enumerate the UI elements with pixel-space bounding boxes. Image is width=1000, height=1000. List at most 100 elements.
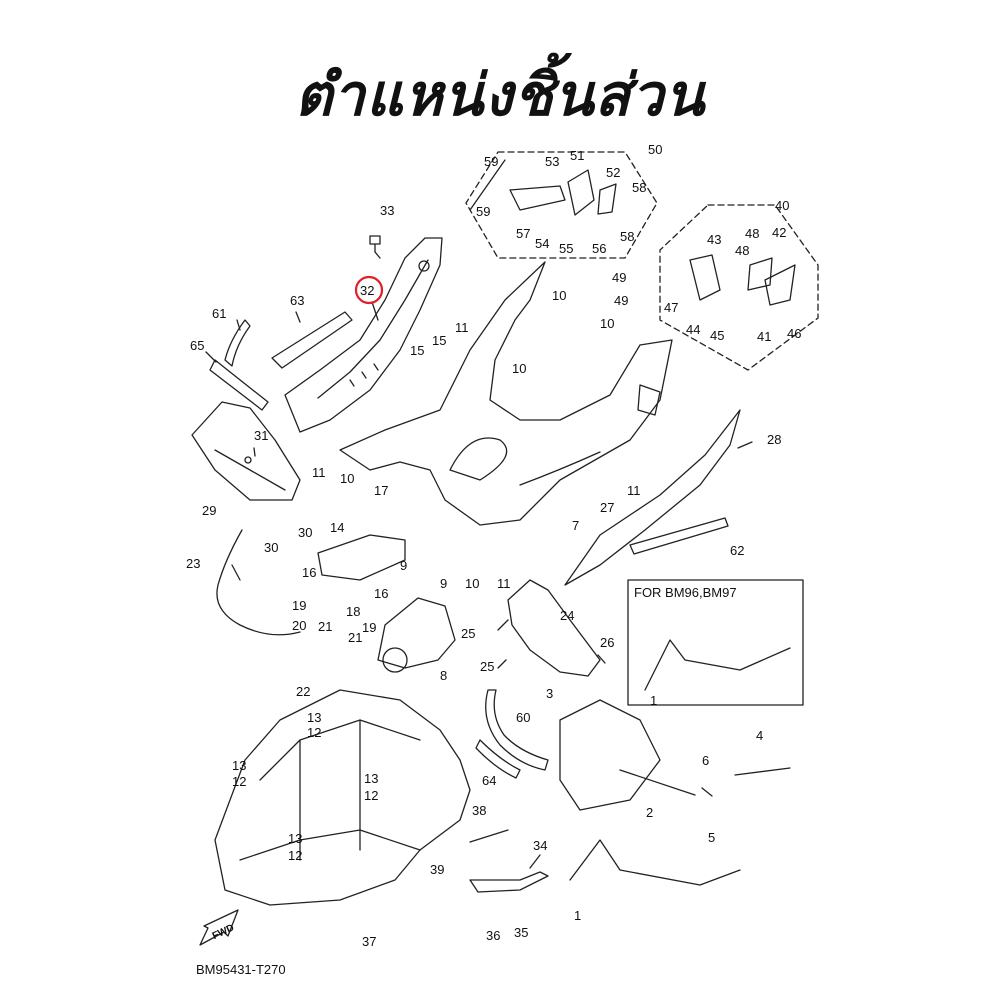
callout-10c[interactable]: 10 bbox=[512, 361, 526, 376]
callout-8[interactable]: 8 bbox=[440, 668, 447, 683]
callout-2[interactable]: 2 bbox=[646, 805, 653, 820]
callout-19b[interactable]: 19 bbox=[362, 620, 376, 635]
callout-6[interactable]: 6 bbox=[702, 753, 709, 768]
callout-43[interactable]: 43 bbox=[707, 232, 721, 247]
callout-42[interactable]: 42 bbox=[772, 225, 786, 240]
callout-16b[interactable]: 16 bbox=[374, 586, 388, 601]
callout-56[interactable]: 56 bbox=[592, 241, 606, 256]
callout-10e[interactable]: 10 bbox=[465, 576, 479, 591]
callout-9b[interactable]: 9 bbox=[440, 576, 447, 591]
part-61-strip bbox=[224, 319, 251, 367]
callout-10d[interactable]: 10 bbox=[340, 471, 354, 486]
callout-55[interactable]: 55 bbox=[559, 241, 573, 256]
callout-15a[interactable]: 15 bbox=[410, 343, 424, 358]
callout-12a[interactable]: 12 bbox=[307, 725, 321, 740]
callout-20[interactable]: 20 bbox=[292, 618, 306, 633]
callout-30a[interactable]: 30 bbox=[298, 525, 312, 540]
callout-35[interactable]: 35 bbox=[514, 925, 528, 940]
callout-50[interactable]: 50 bbox=[648, 142, 662, 157]
callout-1a[interactable]: 1 bbox=[650, 693, 657, 708]
callout-24[interactable]: 24 bbox=[560, 608, 574, 623]
callout-64[interactable]: 64 bbox=[482, 773, 496, 788]
callout-13d[interactable]: 13 bbox=[288, 831, 302, 846]
callout-44[interactable]: 44 bbox=[686, 322, 700, 337]
callout-18[interactable]: 18 bbox=[346, 604, 360, 619]
callout-59b[interactable]: 59 bbox=[476, 204, 490, 219]
callout-30b[interactable]: 30 bbox=[264, 540, 278, 555]
callout-4[interactable]: 4 bbox=[756, 728, 763, 743]
callout-65[interactable]: 65 bbox=[190, 338, 204, 353]
callout-48[interactable]: 48 bbox=[745, 226, 759, 241]
callout-12b[interactable]: 12 bbox=[232, 774, 246, 789]
callout-11a[interactable]: 11 bbox=[455, 320, 469, 335]
callout-63[interactable]: 63 bbox=[290, 293, 304, 308]
callout-57[interactable]: 57 bbox=[516, 226, 530, 241]
callout-7[interactable]: 7 bbox=[572, 518, 579, 533]
callout-32[interactable]: 32 bbox=[360, 283, 374, 298]
callout-41[interactable]: 41 bbox=[757, 329, 771, 344]
callout-27[interactable]: 27 bbox=[600, 500, 614, 515]
group-outline-50 bbox=[465, 151, 658, 259]
callout-25a[interactable]: 25 bbox=[461, 626, 475, 641]
callout-53[interactable]: 53 bbox=[545, 154, 559, 169]
callout-23[interactable]: 23 bbox=[186, 556, 200, 571]
callout-39[interactable]: 39 bbox=[430, 862, 444, 877]
callout-13a[interactable]: 13 bbox=[307, 710, 321, 725]
callout-60[interactable]: 60 bbox=[516, 710, 530, 725]
callout-19a[interactable]: 19 bbox=[292, 598, 306, 613]
part-27-side-skirt bbox=[564, 409, 741, 586]
callout-25b[interactable]: 25 bbox=[480, 659, 494, 674]
callout-61[interactable]: 61 bbox=[212, 306, 226, 321]
callout-3[interactable]: 3 bbox=[546, 686, 553, 701]
callout-38[interactable]: 38 bbox=[472, 803, 486, 818]
callout-12c[interactable]: 12 bbox=[364, 788, 378, 803]
callout-11b[interactable]: 11 bbox=[312, 465, 326, 480]
callout-13c[interactable]: 13 bbox=[364, 771, 378, 786]
callout-36[interactable]: 36 bbox=[486, 928, 500, 943]
callout-1b[interactable]: 1 bbox=[574, 908, 581, 923]
callout-58b[interactable]: 58 bbox=[620, 229, 634, 244]
part-38-spring bbox=[469, 829, 509, 843]
callout-10b[interactable]: 10 bbox=[600, 316, 614, 331]
callout-15b[interactable]: 15 bbox=[432, 333, 446, 348]
callout-29[interactable]: 29 bbox=[202, 503, 216, 518]
callout-40[interactable]: 40 bbox=[775, 198, 789, 213]
callout-47[interactable]: 47 bbox=[664, 300, 678, 315]
callout-21a[interactable]: 21 bbox=[318, 619, 332, 634]
callout-52[interactable]: 52 bbox=[606, 165, 620, 180]
callout-58[interactable]: 58 bbox=[632, 180, 646, 195]
callout-26[interactable]: 26 bbox=[600, 635, 614, 650]
callout-13b[interactable]: 13 bbox=[232, 758, 246, 773]
inset-stand bbox=[644, 639, 791, 691]
callout-28[interactable]: 28 bbox=[767, 432, 781, 447]
callout-11c[interactable]: 11 bbox=[627, 483, 641, 498]
callout-12d[interactable]: 12 bbox=[288, 848, 302, 863]
callout-11d[interactable]: 11 bbox=[497, 576, 511, 591]
callout-17[interactable]: 17 bbox=[374, 483, 388, 498]
callout-37[interactable]: 37 bbox=[362, 934, 376, 949]
callout-16a[interactable]: 16 bbox=[302, 565, 316, 580]
callout-21b[interactable]: 21 bbox=[348, 630, 362, 645]
callout-14[interactable]: 14 bbox=[330, 520, 344, 535]
callout-9a[interactable]: 9 bbox=[400, 558, 407, 573]
callout-45[interactable]: 45 bbox=[710, 328, 724, 343]
callout-49b[interactable]: 49 bbox=[614, 293, 628, 308]
callout-49[interactable]: 49 bbox=[612, 270, 626, 285]
callout-62[interactable]: 62 bbox=[730, 543, 744, 558]
callout-33[interactable]: 33 bbox=[380, 203, 394, 218]
callout-34[interactable]: 34 bbox=[533, 838, 547, 853]
callout-54[interactable]: 54 bbox=[535, 236, 549, 251]
callout-59[interactable]: 59 bbox=[484, 154, 498, 169]
callout-51[interactable]: 51 bbox=[570, 148, 584, 163]
callout-31[interactable]: 31 bbox=[254, 428, 268, 443]
callout-48b[interactable]: 48 bbox=[735, 243, 749, 258]
callout-46[interactable]: 46 bbox=[787, 326, 801, 341]
callout-10a[interactable]: 10 bbox=[552, 288, 566, 303]
part-43-bracket bbox=[689, 254, 721, 301]
frame bbox=[214, 689, 471, 906]
callout-5[interactable]: 5 bbox=[708, 830, 715, 845]
part-7-floor-panel bbox=[339, 261, 673, 526]
callout-22[interactable]: 22 bbox=[296, 684, 310, 699]
reference-code: BM95431-T270 bbox=[196, 962, 286, 977]
part-64-strip bbox=[475, 739, 521, 779]
